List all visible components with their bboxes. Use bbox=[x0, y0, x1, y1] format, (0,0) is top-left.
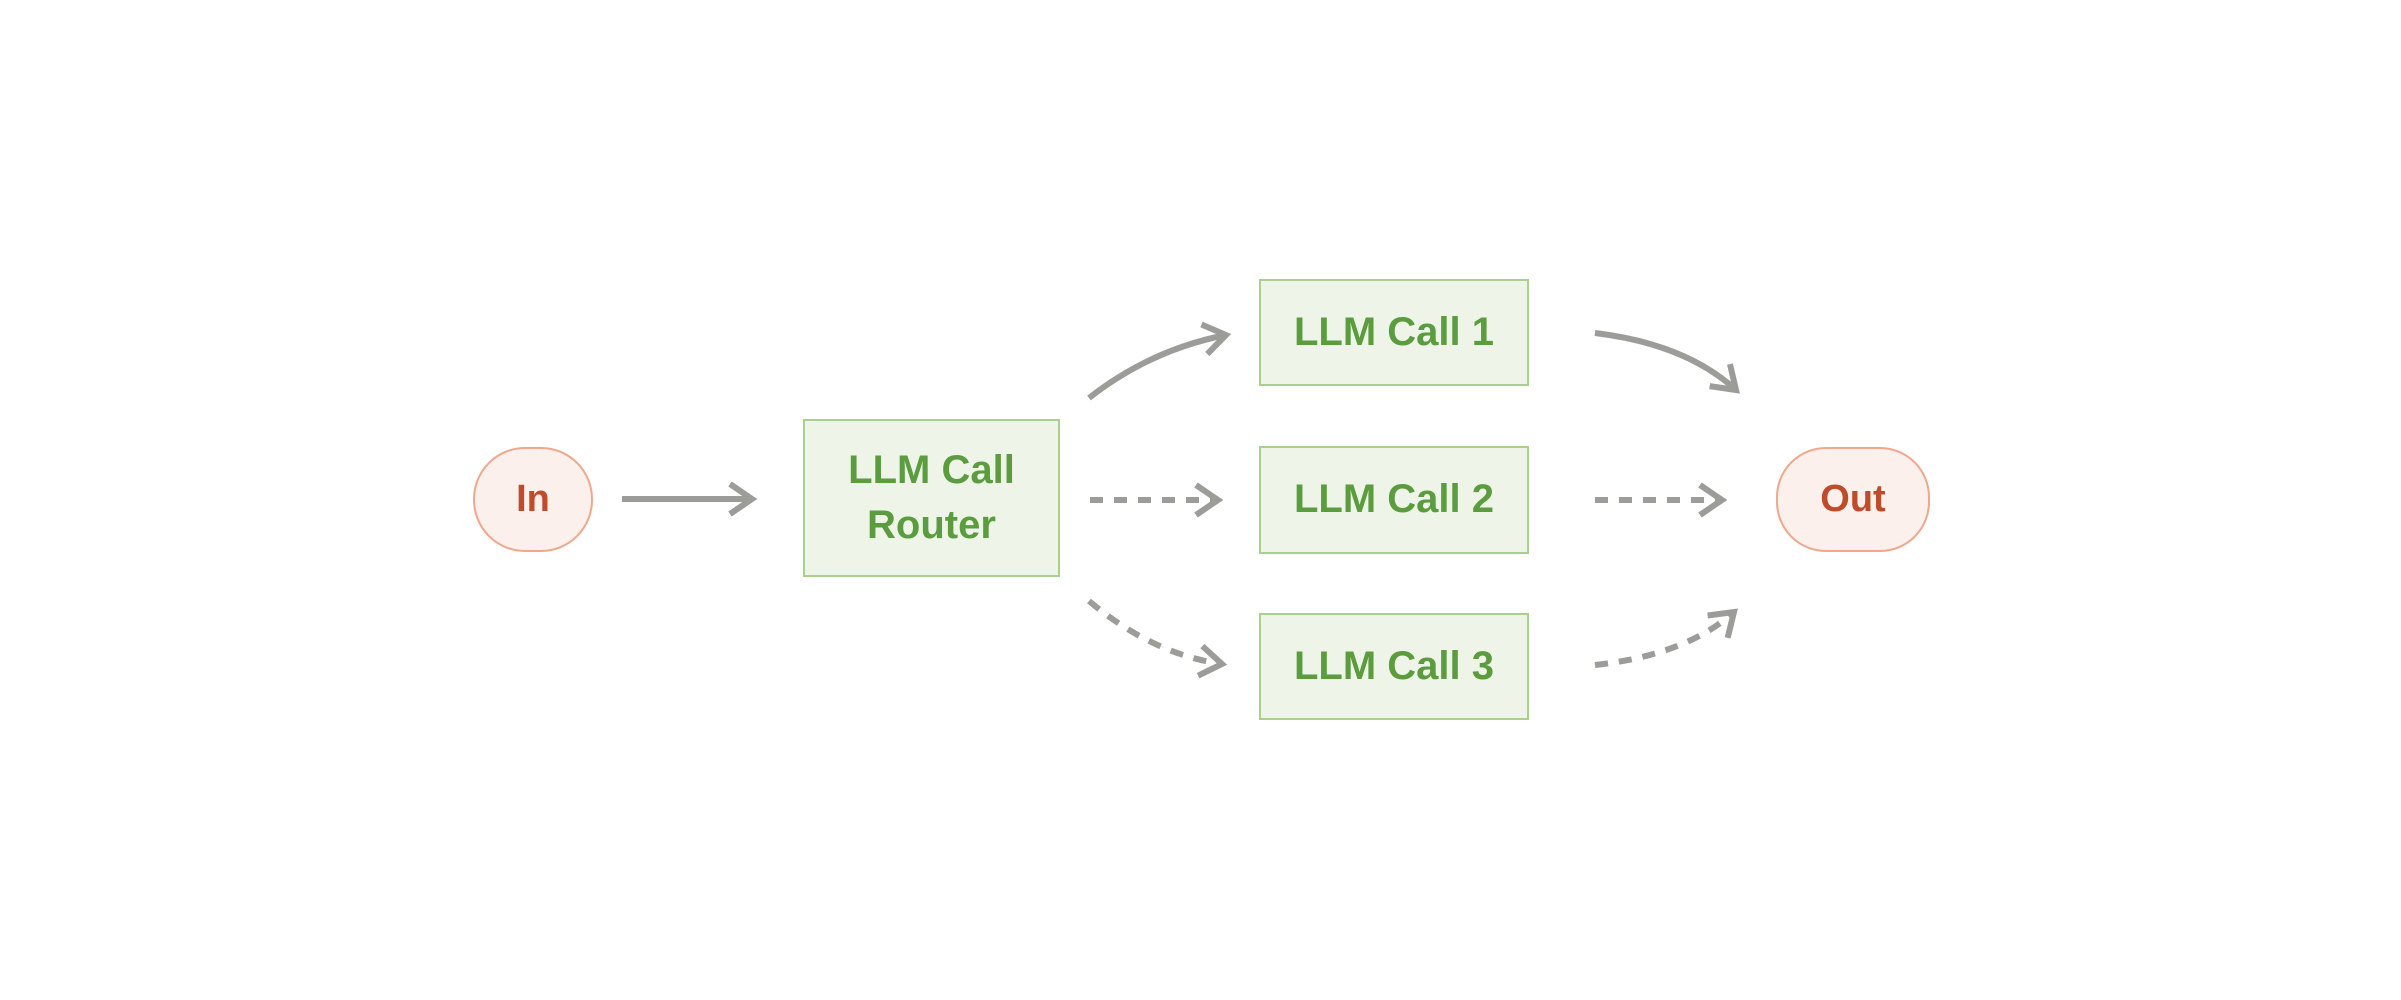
out-node: Out bbox=[1776, 447, 1930, 552]
edge-call1-to-out bbox=[1594, 330, 1740, 394]
edge-router-to-call1 bbox=[1087, 321, 1232, 401]
llm-call-1-label: LLM Call 1 bbox=[1293, 309, 1495, 354]
llm-call-2-label: LLM Call 2 bbox=[1293, 477, 1495, 522]
llm-call-2-node: LLM Call 2 bbox=[1259, 446, 1529, 554]
out-node-label: Out bbox=[1820, 478, 1886, 520]
llm-call-1-node: LLM Call 1 bbox=[1259, 279, 1529, 386]
in-node-label: In bbox=[516, 478, 550, 520]
edge-call3-to-out bbox=[1594, 608, 1738, 668]
llm-call-router-label: LLM Call Router bbox=[848, 447, 1015, 547]
llm-call-router-node: LLM Call Router bbox=[803, 419, 1060, 577]
llm-call-3-label: LLM Call 3 bbox=[1293, 643, 1495, 688]
edge-router-to-call3 bbox=[1087, 598, 1228, 679]
in-node: In bbox=[473, 447, 593, 552]
llm-call-3-node: LLM Call 3 bbox=[1259, 613, 1529, 720]
